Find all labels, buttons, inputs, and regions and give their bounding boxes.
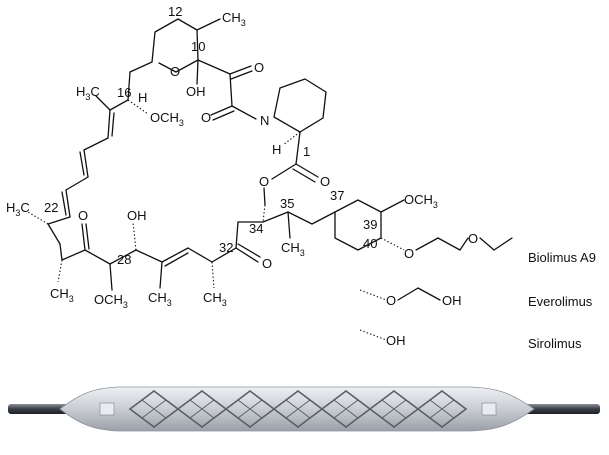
- group-ch3-c29: CH3: [148, 290, 172, 308]
- atom-ketone-oxygen-c9: O: [254, 60, 264, 75]
- atom-oxygen-everolimus: O: [386, 293, 396, 308]
- locant-numbers: 12 10 16 1 22 34 35 37 39 40 28 32: [44, 4, 377, 267]
- structure-bonds: [27, 18, 513, 341]
- marker-band-left: [99, 402, 115, 416]
- stent-illustration: [8, 386, 600, 432]
- atom-ester-oxygen: O: [259, 174, 269, 189]
- locant-34: 34: [249, 221, 263, 236]
- locant-28: 28: [117, 252, 131, 267]
- locant-10: 10: [191, 39, 205, 54]
- atom-oh-c28: OH: [127, 208, 147, 223]
- atom-nitrogen: N: [260, 113, 269, 128]
- group-ch3-c12: CH3: [222, 10, 246, 28]
- stent-inner-strut: [189, 399, 215, 419]
- atom-amide-oxygen: O: [201, 110, 211, 125]
- label-everolimus: Everolimus: [528, 294, 593, 309]
- locant-16: 16: [117, 85, 131, 100]
- stent-struts: [128, 390, 468, 428]
- group-ch3-c31: CH3: [203, 290, 227, 308]
- atom-hydrogen-c16: H: [138, 90, 147, 105]
- atom-hydrogen-c2: H: [272, 142, 281, 157]
- atom-oh-sirolimus: OH: [386, 333, 406, 348]
- label-biolimus-a9: Biolimus A9: [528, 250, 596, 265]
- atom-labels: O OH O O N H O O H OCH3 H3C H3C O OH O C…: [6, 10, 478, 348]
- atom-carbonyl-oxygen-c1: O: [320, 174, 330, 189]
- locant-40: 40: [363, 236, 377, 251]
- locant-12: 12: [168, 4, 182, 19]
- locant-32: 32: [219, 240, 233, 255]
- drug-labels: Biolimus A9 Everolimus Sirolimus: [528, 250, 596, 351]
- marker-band-right: [481, 402, 497, 416]
- stent-inner-strut: [381, 399, 407, 419]
- stent-inner-strut: [141, 399, 167, 419]
- group-och3-c27: OCH3: [94, 292, 128, 310]
- stent-inner-strut: [237, 399, 263, 419]
- group-ch3-c25: CH3: [50, 286, 74, 304]
- atom-ketone-oxygen-c26: O: [78, 208, 88, 223]
- group-h3c-c17: H3C: [76, 84, 100, 102]
- atom-ether-oxygen-biolimus: O: [468, 231, 478, 246]
- locant-35: 35: [280, 196, 294, 211]
- locant-37: 37: [330, 188, 344, 203]
- locant-22: 22: [44, 200, 58, 215]
- stent-cell: [416, 390, 468, 428]
- atom-oh-c10: OH: [186, 84, 206, 99]
- locant-39: 39: [363, 217, 377, 232]
- atom-ketone-oxygen-c32: O: [262, 256, 272, 271]
- group-h3c-c23: H3C: [6, 200, 30, 218]
- group-ch3-c35: CH3: [281, 240, 305, 258]
- locant-1: 1: [303, 144, 310, 159]
- stent-inner-strut: [429, 399, 455, 419]
- atom-oh-everolimus: OH: [442, 293, 462, 308]
- group-och3-c16: OCH3: [150, 110, 184, 128]
- atom-oxygen-c40: O: [404, 246, 414, 261]
- group-och3-c39: OCH3: [404, 192, 438, 210]
- atom-ring-oxygen: O: [170, 64, 180, 79]
- label-sirolimus: Sirolimus: [528, 336, 582, 351]
- stent-inner-strut: [333, 399, 359, 419]
- balloon: [59, 386, 535, 432]
- stent-inner-strut: [285, 399, 311, 419]
